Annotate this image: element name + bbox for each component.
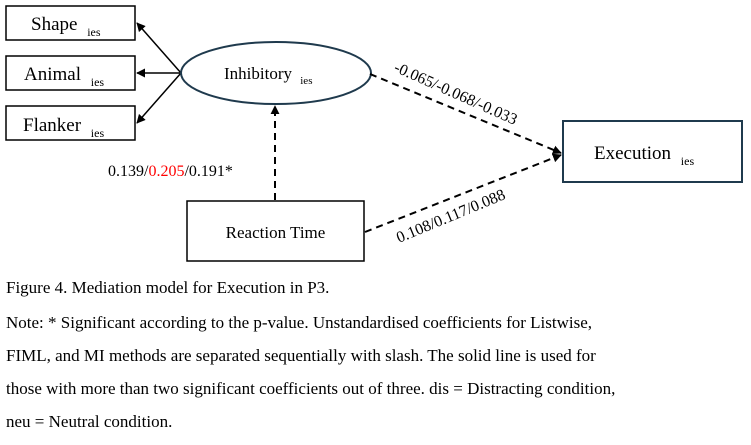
path-b-arrow: [369, 73, 562, 155]
svg-text:Flanker ies: Flanker ies: [23, 115, 104, 140]
indicator-flanker-subscript: ies: [91, 126, 105, 140]
path-a-value-fiml: 0.205: [148, 163, 184, 180]
svg-text:Execution ies: Execution ies: [594, 143, 694, 168]
outcome-execution: Execution ies: [562, 120, 743, 183]
mediator-subscript: ies: [300, 75, 312, 87]
note-line: FIML, and MI methods are separated seque…: [6, 346, 596, 365]
mediator-inhibitory: Inhibitory ies: [180, 41, 372, 105]
note-line: Note: * Significant according to the p-v…: [6, 313, 593, 332]
indicator-animal: Animal ies: [5, 55, 136, 91]
figure-note: Note: * Significant according to the p-v…: [6, 306, 615, 438]
mediation-diagram: Shape ies Animal ies Flanker ies Inhibit…: [5, 5, 743, 262]
loading-arrow-flanker: [136, 72, 182, 124]
path-b-label: -0.065/-0.068/-0.033: [391, 59, 519, 129]
note-line: neu = Neutral condition.: [6, 412, 173, 431]
indicator-shape-label: Shape: [31, 14, 77, 35]
indicator-flanker-label: Flanker: [23, 115, 82, 136]
svg-text:Inhibitory ies: Inhibitory ies: [224, 64, 312, 87]
outcome-subscript: ies: [681, 154, 695, 168]
predictor-label: Reaction Time: [226, 223, 326, 242]
indicator-animal-label: Animal: [24, 64, 81, 85]
loading-arrow-shape: [136, 22, 182, 74]
path-a-value-listwise: 0.139/: [108, 163, 149, 180]
indicator-flanker: Flanker ies: [5, 105, 136, 141]
note-line: those with more than two significant coe…: [6, 379, 616, 398]
path-a-value-mi: /0.191*: [184, 163, 232, 180]
path-a-label: 0.139/0.205/0.191*: [108, 163, 233, 180]
mediator-label: Inhibitory: [224, 64, 292, 83]
svg-text:Shape ies: Shape ies: [31, 14, 101, 39]
svg-text:Animal ies: Animal ies: [24, 64, 104, 89]
indicator-shape-subscript: ies: [87, 25, 101, 39]
indicator-shape: Shape ies: [5, 5, 136, 41]
predictor-reaction-time: Reaction Time: [186, 200, 365, 262]
path-c-label: 0.108/0.117/0.088: [394, 186, 508, 246]
figure-caption: Figure 4. Mediation model for Execution …: [6, 278, 330, 297]
indicator-animal-subscript: ies: [91, 75, 105, 89]
outcome-label: Execution: [594, 143, 672, 164]
